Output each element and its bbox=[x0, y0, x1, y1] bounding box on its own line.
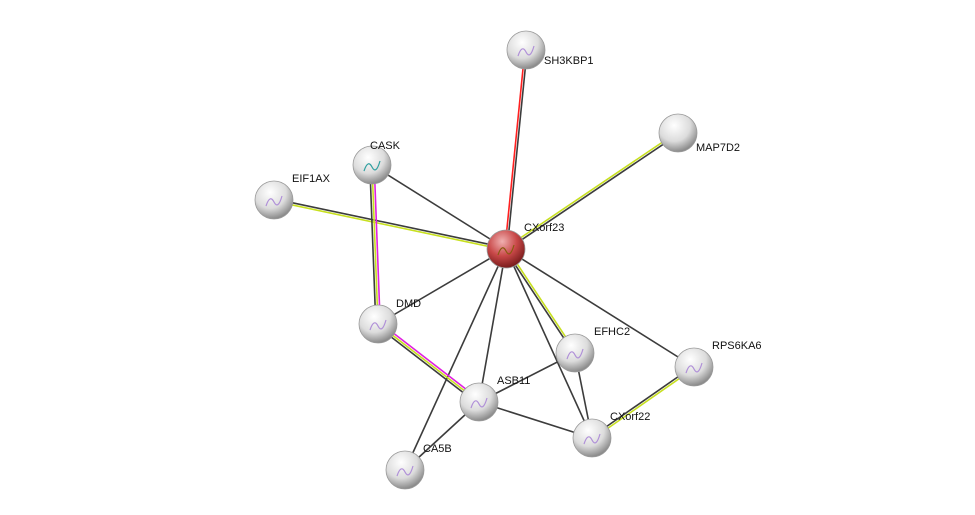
node-bubble[interactable] bbox=[555, 333, 595, 373]
edge-line bbox=[506, 247, 577, 353]
edge-cxorf23-efhc2[interactable] bbox=[504, 247, 577, 355]
edge-line bbox=[506, 133, 680, 251]
node-label: RPS6KA6 bbox=[712, 340, 762, 352]
edges bbox=[273, 49, 696, 471]
edge-line bbox=[592, 367, 696, 440]
edge-line bbox=[373, 164, 381, 324]
node-rps6ka6[interactable]: RPS6KA6 bbox=[674, 340, 762, 387]
protein-structure-icon bbox=[265, 195, 283, 207]
protein-structure-icon bbox=[583, 433, 601, 445]
node-bubble[interactable] bbox=[254, 180, 294, 220]
node-label: CXorf23 bbox=[524, 222, 564, 234]
edge-line bbox=[404, 248, 507, 471]
edge-dmd-asb11[interactable] bbox=[376, 321, 481, 405]
protein-structure-icon bbox=[685, 362, 703, 374]
edge-line bbox=[504, 49, 526, 249]
protein-structure-icon bbox=[566, 348, 584, 360]
edge-line bbox=[371, 164, 507, 250]
node-sh3kbp1[interactable]: SH3KBP1 bbox=[506, 30, 594, 70]
node-bubble[interactable] bbox=[674, 347, 714, 387]
edge-line bbox=[274, 198, 507, 249]
node-bubble[interactable] bbox=[486, 229, 526, 269]
protein-structure-icon bbox=[369, 319, 387, 331]
edge-line bbox=[371, 164, 379, 325]
node-ca5b[interactable]: CA5B bbox=[385, 443, 452, 490]
edge-line bbox=[590, 365, 694, 438]
edge-cxorf23-eif1ax[interactable] bbox=[273, 198, 507, 251]
node-cask[interactable]: CASK bbox=[352, 140, 401, 185]
node-asb11[interactable]: ASB11 bbox=[459, 375, 530, 422]
edge-cxorf23-map7d2[interactable] bbox=[504, 131, 680, 251]
edge-line bbox=[376, 325, 479, 405]
edge-cxorf23-sh3kbp1[interactable] bbox=[504, 49, 528, 250]
edge-line bbox=[377, 323, 480, 403]
node-map7d2[interactable]: MAP7D2 bbox=[658, 113, 740, 154]
node-bubble[interactable] bbox=[658, 113, 698, 153]
node-bubble[interactable] bbox=[385, 450, 425, 490]
edge-line bbox=[273, 200, 506, 251]
node-label: CXorf22 bbox=[610, 411, 650, 423]
node-label: SH3KBP1 bbox=[544, 55, 594, 67]
edge-line bbox=[377, 248, 507, 325]
edge-asb11-cxorf22[interactable] bbox=[478, 401, 593, 439]
node-bubble[interactable] bbox=[459, 382, 499, 422]
edge-cxorf23-rps6ka6[interactable] bbox=[505, 248, 695, 368]
edge-line bbox=[504, 131, 678, 249]
node-label: DMD bbox=[396, 298, 421, 310]
node-label: CASK bbox=[370, 140, 401, 152]
edge-cxorf23-cask[interactable] bbox=[371, 164, 507, 250]
node-cxorf23[interactable]: CXorf23 bbox=[486, 222, 564, 269]
edge-line bbox=[505, 248, 593, 439]
edge-cxorf23-asb11[interactable] bbox=[478, 248, 507, 403]
node-bubble[interactable] bbox=[358, 304, 398, 344]
node-bubble[interactable] bbox=[352, 145, 392, 185]
edge-cask-dmd[interactable] bbox=[369, 164, 381, 325]
edge-line bbox=[478, 401, 593, 439]
node-bubble[interactable] bbox=[572, 418, 612, 458]
edge-line bbox=[378, 321, 481, 401]
protein-structure-icon bbox=[363, 160, 381, 172]
node-cxorf22[interactable]: CXorf22 bbox=[572, 411, 650, 458]
edge-line bbox=[506, 50, 528, 250]
edge-line bbox=[478, 248, 507, 403]
node-label: ASB11 bbox=[497, 375, 530, 387]
edge-cxorf23-cxorf22[interactable] bbox=[505, 248, 593, 439]
node-label: MAP7D2 bbox=[696, 142, 740, 154]
edge-line bbox=[505, 248, 695, 368]
protein-structure-icon bbox=[497, 244, 515, 256]
protein-structure-icon bbox=[470, 397, 488, 409]
node-label: EIF1AX bbox=[292, 173, 331, 185]
protein-structure-icon bbox=[396, 465, 414, 477]
edge-rps6ka6-cxorf22[interactable] bbox=[590, 365, 696, 440]
node-dmd[interactable]: DMD bbox=[358, 298, 421, 344]
node-label: EFHC2 bbox=[594, 326, 630, 338]
node-eif1ax[interactable]: EIF1AX bbox=[254, 173, 331, 220]
edge-line bbox=[504, 249, 575, 355]
edge-cxorf23-dmd[interactable] bbox=[377, 248, 507, 325]
edge-line bbox=[369, 165, 377, 325]
node-label: CA5B bbox=[423, 443, 452, 455]
node-bubble[interactable] bbox=[506, 30, 546, 70]
node-efhc2[interactable]: EFHC2 bbox=[555, 326, 630, 373]
protein-structure-icon bbox=[517, 45, 535, 57]
edge-cxorf23-ca5b[interactable] bbox=[404, 248, 507, 471]
